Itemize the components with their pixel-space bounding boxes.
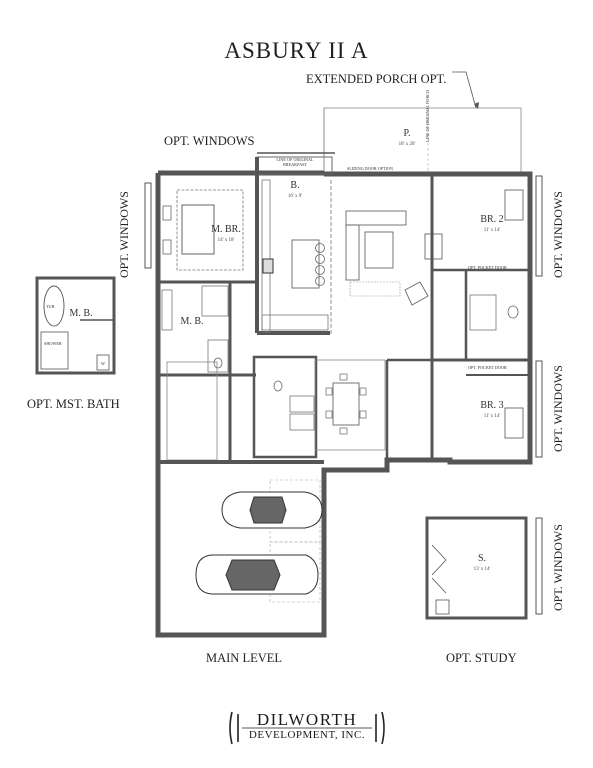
opt-windows-label-right-3: OPT. WINDOWS <box>551 524 565 611</box>
sliding-door-note: SLIDING DOOR OPTION <box>347 166 394 171</box>
master-bath-label: M. B. <box>180 316 204 327</box>
logo-subtitle: DEVELOPMENT, INC. <box>248 729 366 741</box>
opt-study-plan <box>425 516 528 620</box>
opt-master-bath-plan <box>35 276 116 375</box>
shower-label: SHOWER <box>44 341 62 346</box>
dilworth-logo <box>229 711 385 745</box>
original-porch-note: LINE OF ORIGINAL PORCH <box>425 89 430 142</box>
opt-windows-label-right-1: OPT. WINDOWS <box>551 191 565 278</box>
wc-label: W <box>101 361 105 366</box>
master-bedroom-label: M. BR. 14' x 18' <box>211 224 241 243</box>
opt-windows-label-top: OPT. WINDOWS <box>164 134 255 148</box>
study-label: S. 13' x 14' <box>473 553 491 572</box>
logo-name: DILWORTH <box>256 710 358 729</box>
breakfast-label: B. 16' x 9' <box>287 180 303 199</box>
opt-master-bath-label: M. B. <box>69 308 93 319</box>
pocket-door-note-1: OPT. POCKET DOOR <box>468 265 507 270</box>
garage-cars <box>195 491 323 595</box>
opt-mst-bath-label: OPT. MST. BATH <box>27 397 120 411</box>
extended-porch-label: EXTENDED PORCH OPT. <box>306 72 447 86</box>
opt-windows-label-left: OPT. WINDOWS <box>117 191 131 278</box>
bedroom-3-label: BR. 3 11' x 14' <box>480 400 504 419</box>
porch-outline <box>323 107 522 175</box>
bedroom-2-label: BR. 2 11' x 14' <box>480 214 504 233</box>
porch-label: P. 18' x 20' <box>398 128 416 147</box>
main-level-label: MAIN LEVEL <box>206 651 283 665</box>
page-title: ASBURY II A <box>224 38 369 63</box>
opt-windows-label-right-2: OPT. WINDOWS <box>551 365 565 452</box>
original-breakfast-note: LINE OF ORIGINAL BREAKFAST <box>276 157 314 167</box>
opt-study-label: OPT. STUDY <box>446 651 517 665</box>
pocket-door-note-2: OPT. POCKET DOOR <box>468 365 507 370</box>
tub-label: TUB <box>46 304 55 309</box>
